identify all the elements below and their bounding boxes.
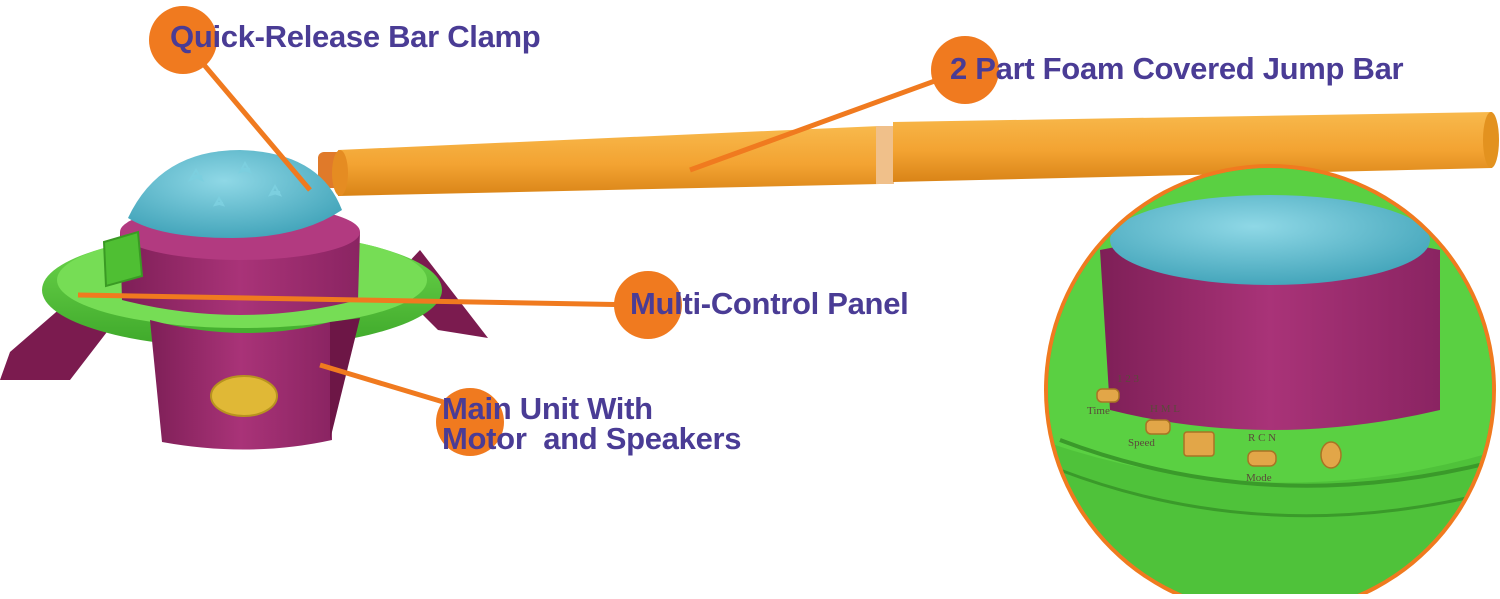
- zoom-detail: 1 2 3 Time H M L Speed R C N Mode: [1044, 164, 1496, 599]
- zoom-buttons: [1096, 388, 1342, 469]
- line-bar: [689, 67, 966, 173]
- main-square-button: [1183, 431, 1215, 457]
- bar-joint: [876, 126, 894, 184]
- jump-bar: [318, 112, 1499, 196]
- main-unit: [0, 150, 488, 450]
- mode-switch: [1247, 450, 1277, 467]
- dot-main: [436, 388, 504, 456]
- foam-segment-left: [338, 126, 880, 196]
- callout-main-line1: Main Unit With: [442, 391, 653, 426]
- dome: [128, 150, 342, 238]
- speed-label: Speed: [1128, 437, 1155, 449]
- mode-label: Mode: [1246, 472, 1272, 484]
- time-label: Time: [1087, 405, 1110, 417]
- time-values-label: 1 2 3: [1117, 373, 1140, 385]
- dome-stars: [187, 160, 283, 207]
- round-button: [1320, 441, 1342, 469]
- callout-control-panel: Multi-Control Panel: [630, 286, 909, 321]
- dot-bar: [931, 36, 999, 104]
- time-switch: [1096, 388, 1120, 403]
- callout-bar-clamp: Quick-Release Bar Clamp: [170, 19, 541, 54]
- dot-clamp: [149, 6, 217, 74]
- callout-main-unit: Main Unit With Motor and Speakers: [442, 391, 742, 456]
- line-panel: [77, 292, 646, 308]
- speed-switch: [1145, 419, 1171, 435]
- callout-main-line2: Motor and Speakers: [442, 421, 742, 456]
- callout-dots: [149, 6, 999, 456]
- control-panel-square: [102, 230, 144, 288]
- foam-segment-right: [893, 112, 1492, 182]
- mode-values-label: R C N: [1248, 432, 1276, 444]
- callout-jump-bar: 2 Part Foam Covered Jump Bar: [950, 51, 1404, 86]
- speed-values-label: H M L: [1150, 403, 1180, 415]
- front-button: [210, 375, 278, 417]
- dot-panel: [614, 271, 682, 339]
